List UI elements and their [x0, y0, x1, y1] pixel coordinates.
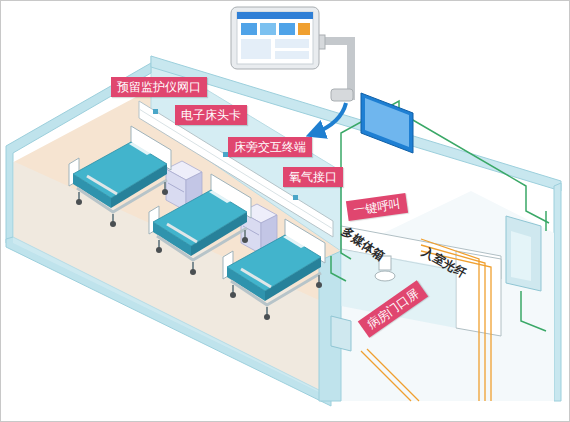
network-wires-part: [545, 211, 547, 231]
room-floor: [6, 89, 341, 399]
fiber-lines: [361, 239, 491, 401]
bedside-terminal-part: [298, 23, 310, 35]
outer-walls: [6, 56, 561, 406]
door-screen-part: [361, 93, 413, 153]
bedside-terminal-part: [237, 12, 313, 19]
fiber-lines-part: [361, 351, 411, 401]
bedside-terminal-part: [237, 12, 313, 64]
beds: [69, 126, 325, 320]
label-tag: 预留监护仪网口: [111, 77, 207, 97]
part-name: 入室光纤: [419, 244, 469, 283]
tag-text: 电子床头卡: [181, 107, 241, 123]
right-rooms-part: [506, 216, 541, 291]
label-tag: 一键呼叫: [346, 193, 408, 221]
label-tag: 床旁交互终端: [228, 137, 312, 157]
bedside-terminal-part: [260, 23, 276, 35]
right-rooms-part: [331, 316, 351, 351]
toilet-symbol-part: [375, 271, 395, 281]
bedside-terminal-part: [275, 51, 309, 59]
fiber-lines-part: [367, 349, 419, 401]
outer-walls-part: [554, 183, 561, 401]
pointer-arrow-part: [315, 103, 346, 133]
label-tag: 电子床头卡: [175, 105, 247, 125]
network-wires-part: [331, 256, 346, 281]
beds-part: [223, 219, 325, 320]
network-wires-part: [521, 291, 546, 331]
room-floor-part: [6, 89, 341, 399]
beds-part: [149, 174, 251, 275]
bedside-terminal-part: [241, 23, 257, 35]
right-rooms-part: [336, 191, 554, 401]
bedside-terminal-part: [231, 7, 319, 69]
label-tag: 病房门口屏: [358, 280, 428, 338]
network-wires: [331, 101, 549, 331]
tag-text: 一键呼叫: [352, 196, 402, 219]
bedside-terminal-part: [241, 39, 271, 59]
right-rooms: [319, 191, 554, 401]
back-wall-part: [153, 109, 158, 114]
tag-text: 病房门口屏: [364, 285, 422, 333]
part-name: 多媒体箱: [338, 223, 387, 264]
tag-text: 氧气接口: [289, 169, 337, 185]
pointer-arrow: [315, 103, 346, 133]
bedside-terminal-part: [279, 23, 295, 35]
door-screen: [361, 93, 413, 153]
bedside-terminal-part: [331, 89, 353, 101]
back-wall-part: [293, 195, 298, 200]
label-tag: 氧气接口: [283, 167, 343, 187]
network-wires-part: [406, 116, 549, 223]
right-rooms-part: [511, 231, 531, 281]
bedside-terminal-part: [275, 39, 309, 48]
bedside-terminal: [231, 7, 353, 101]
door-screen-part: [365, 98, 409, 147]
tag-text: 床旁交互终端: [234, 139, 306, 155]
tag-text: 预留监护仪网口: [117, 79, 201, 95]
